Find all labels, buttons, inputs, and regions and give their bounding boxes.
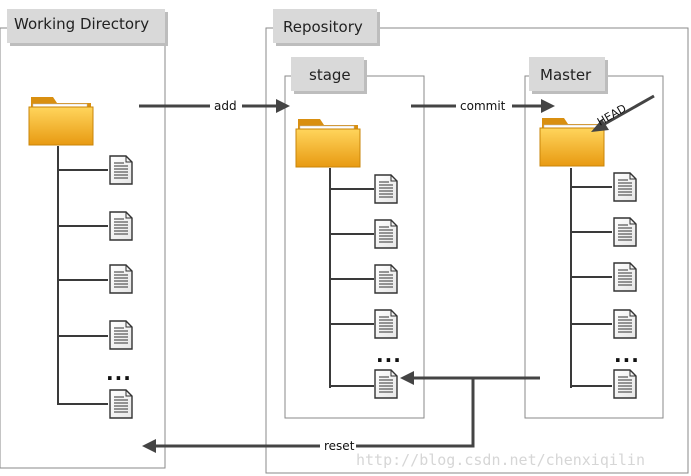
add-label: add xyxy=(214,99,237,113)
master-title: Master xyxy=(540,66,592,84)
stage-panel: stage xyxy=(284,57,425,419)
reset-arrow: reset xyxy=(142,371,540,454)
watermark: http://blog.csdn.net/chenxiqilin xyxy=(356,451,645,469)
working-directory-ellipsis: ... xyxy=(106,361,132,385)
stage-tree: ... xyxy=(329,168,402,399)
working-directory-folder-icon xyxy=(28,96,94,146)
file-icon xyxy=(109,389,133,419)
working-directory-title: Working Directory xyxy=(14,15,149,33)
repository-title: Repository xyxy=(283,18,363,36)
file-icon xyxy=(613,172,637,202)
file-icon xyxy=(109,155,133,185)
file-icon xyxy=(109,264,133,294)
file-icon xyxy=(613,309,637,339)
stage-folder-icon xyxy=(295,118,361,168)
master-panel: Master xyxy=(524,57,664,419)
file-icon xyxy=(613,262,637,292)
master-folder-icon xyxy=(539,117,605,167)
file-icon xyxy=(374,309,398,339)
master-ellipsis: ... xyxy=(614,343,640,367)
add-arrow: add xyxy=(139,97,290,113)
file-icon xyxy=(109,211,133,241)
file-icon xyxy=(109,320,133,350)
file-icon xyxy=(613,217,637,247)
file-icon xyxy=(374,174,398,204)
working-directory-frame xyxy=(0,27,166,469)
commit-label: commit xyxy=(460,99,506,113)
master-tab xyxy=(529,57,605,91)
stage-ellipsis: ... xyxy=(376,343,402,367)
stage-title: stage xyxy=(309,66,351,84)
reset-label: reset xyxy=(324,439,355,453)
file-icon xyxy=(613,369,637,399)
file-icon xyxy=(374,369,398,399)
master-tree: ... xyxy=(570,168,640,399)
stage-tab xyxy=(291,57,364,91)
working-directory-tree: ... xyxy=(57,146,133,419)
commit-arrow: commit xyxy=(411,97,555,113)
repository-tab xyxy=(273,9,377,43)
file-icon xyxy=(374,264,398,294)
working-directory-panel: Working Directory xyxy=(0,9,168,469)
file-icon xyxy=(374,219,398,249)
working-directory-tab xyxy=(7,9,165,43)
